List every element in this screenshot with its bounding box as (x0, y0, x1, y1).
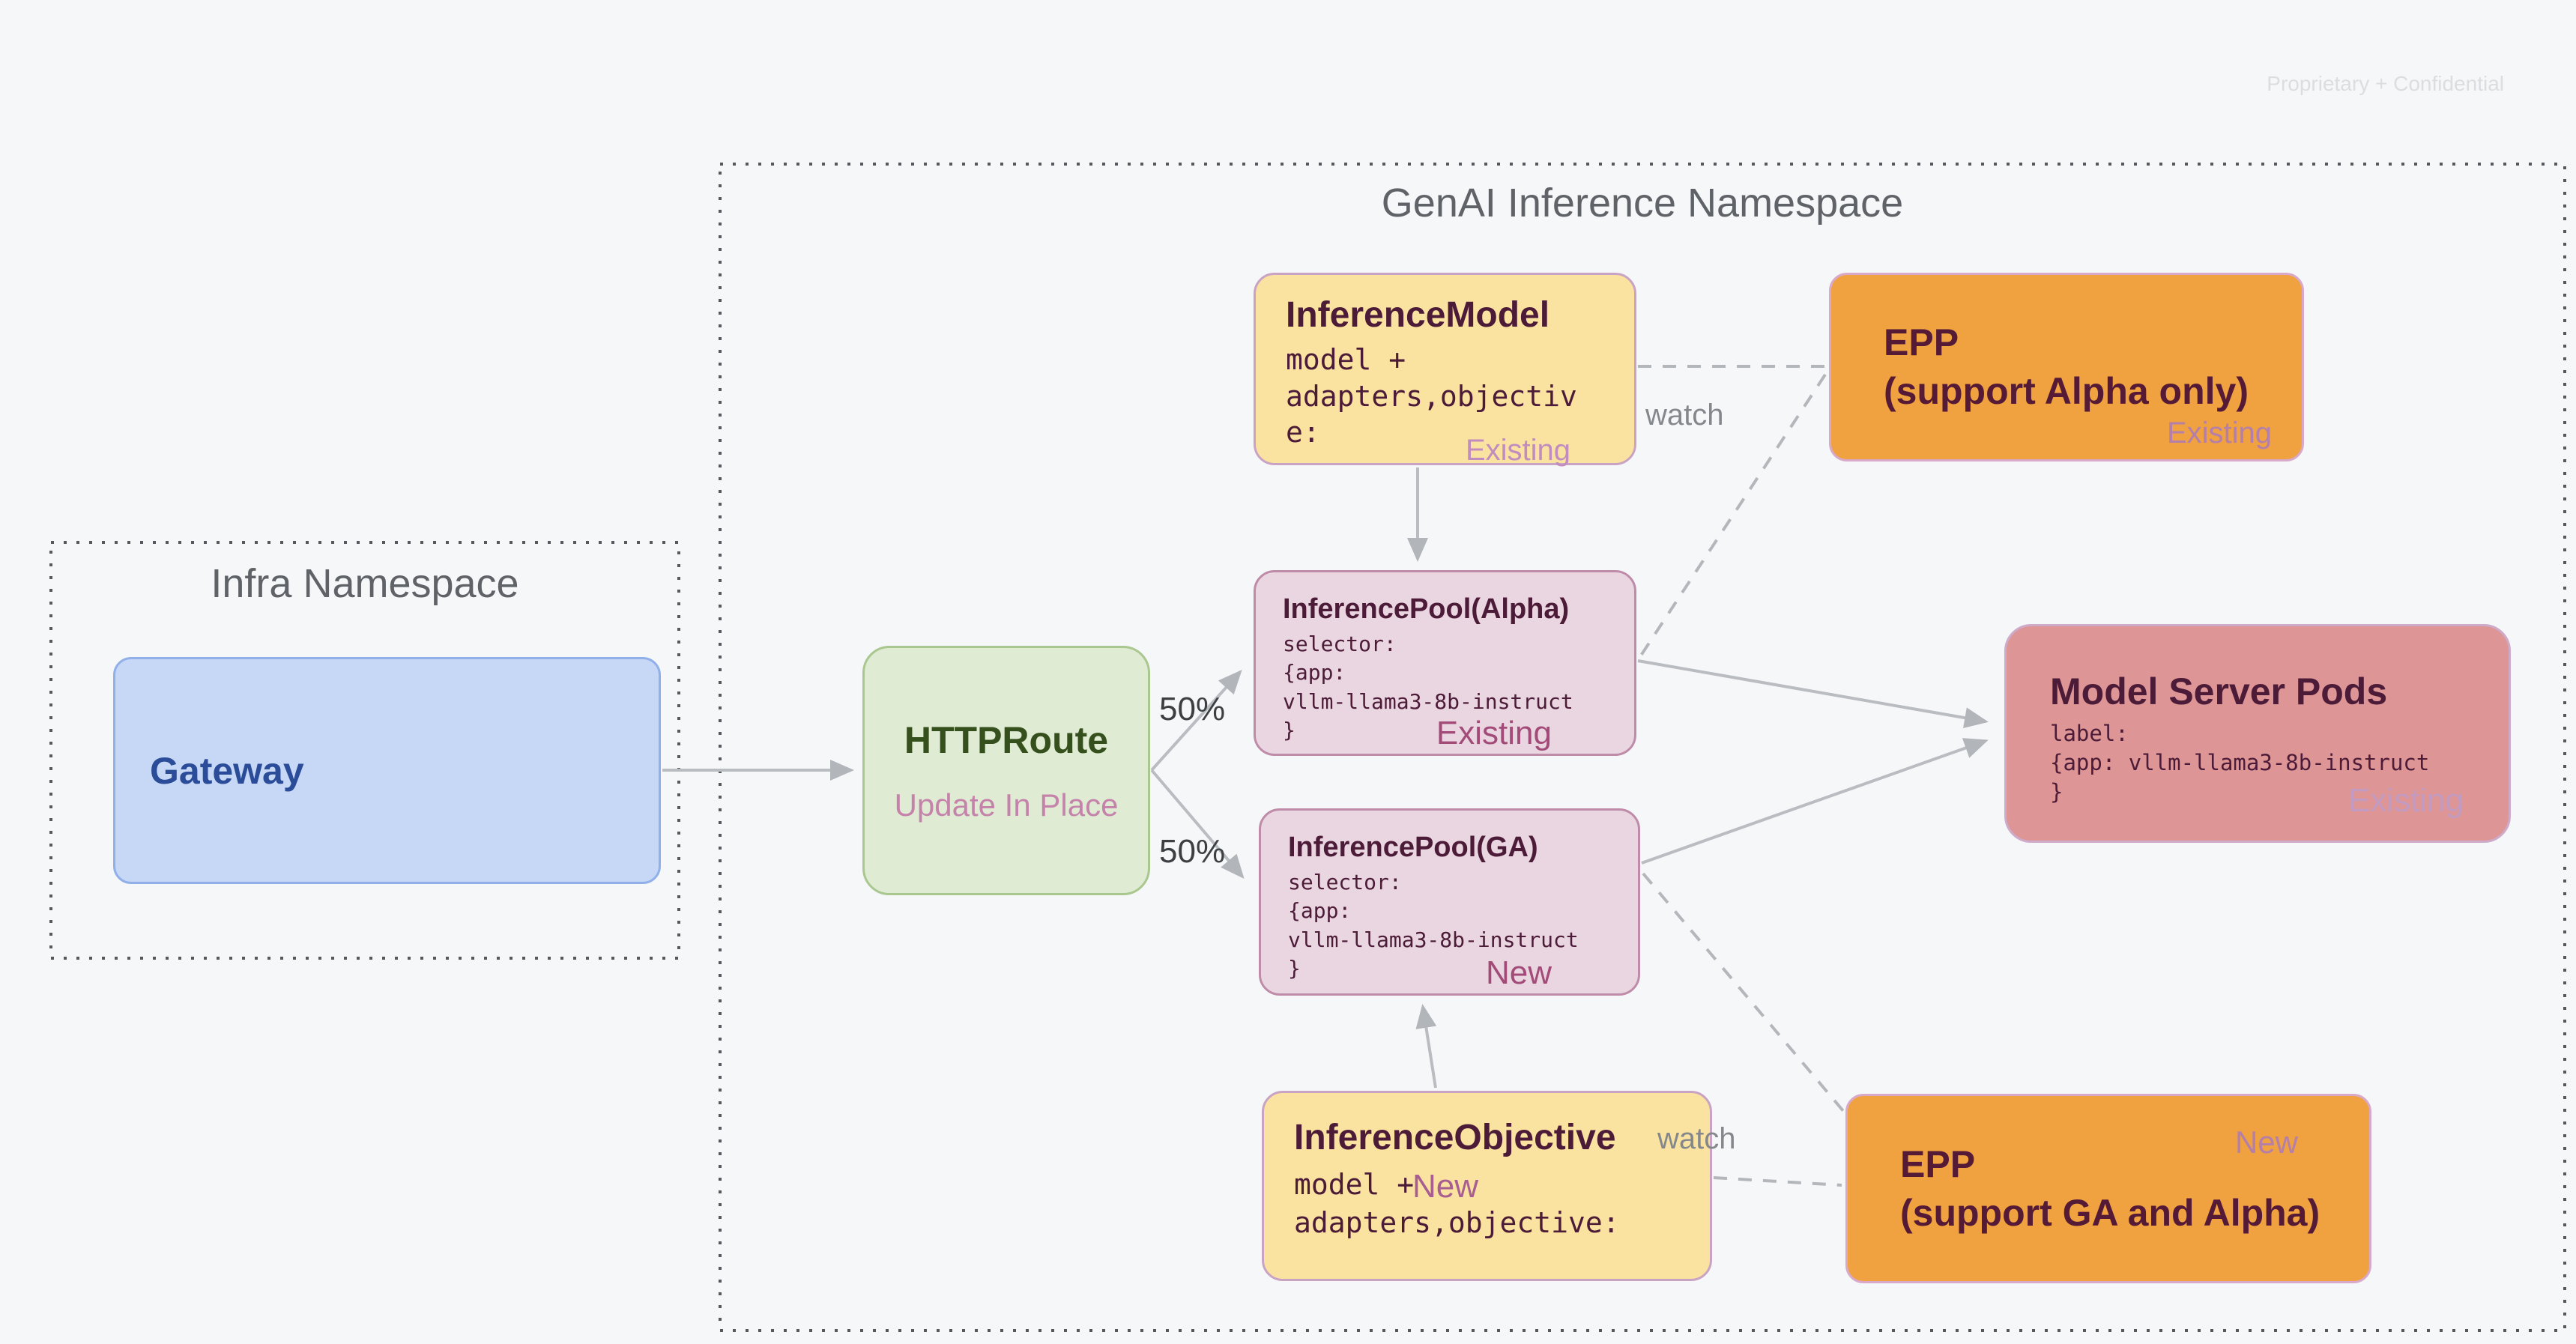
gateway-title: Gateway (150, 749, 304, 792)
inference-pool-ga-node: InferencePool(GA) selector: {app: vllm-l… (1259, 808, 1640, 996)
inference-pool-alpha-title: InferencePool(Alpha) (1283, 593, 1570, 625)
epp-ga-title: EPP (support GA and Alpha) (1900, 1142, 2320, 1234)
arrow-pool-ga-to-pods (1641, 738, 1989, 865)
httproute-subtitle: Update In Place (894, 787, 1119, 823)
dash-inferenceobjective-to-epp-ga (1713, 1176, 1842, 1187)
inference-objective-node: InferenceObjective model + adapters,obje… (1262, 1091, 1712, 1281)
epp-alpha-status-badge: Existing (2166, 417, 2272, 449)
epp-alpha-title: EPP (support Alpha only) (1884, 321, 2249, 412)
model-server-pods-status-badge: Existing (2347, 782, 2464, 819)
inference-model-title: InferenceModel (1286, 295, 1550, 335)
gateway-node: Gateway (113, 657, 661, 884)
watch-label-bottom: watch (1657, 1122, 1736, 1155)
inference-objective-title: InferenceObjective (1294, 1118, 1616, 1157)
split-percent-top: 50% (1159, 691, 1226, 727)
epp-ga-node: EPP (support GA and Alpha) New (1845, 1094, 2371, 1283)
inference-model-node: InferenceModel model + adapters,objectiv… (1254, 273, 1636, 467)
inference-pool-ga-status-badge: New (1485, 954, 1552, 991)
watch-label-top: watch (1645, 399, 1724, 432)
model-server-pods-title: Model Server Pods (2050, 671, 2388, 712)
epp-ga-status-badge: New (2234, 1124, 2298, 1160)
arrow-httproute-to-pool-alpha (1150, 670, 1242, 772)
httproute-node: HTTPRoute Update In Place (862, 646, 1150, 895)
inference-model-status-badge: Existing (1465, 434, 1570, 467)
model-server-pods-body: label: {app: vllm-llama3-8b-instruct } (2050, 721, 2430, 805)
genai-namespace-border (719, 163, 2566, 1332)
dash-pool-ga-to-epp-ga (1642, 872, 1849, 1118)
model-server-pods-node: Model Server Pods label: {app: vllm-llam… (2004, 624, 2511, 843)
inference-model-body: model + adapters,objectiv e: (1286, 343, 1577, 449)
inference-objective-status-badge: New (1412, 1168, 1479, 1205)
split-percent-bottom: 50% (1159, 833, 1226, 870)
inference-pool-alpha-body: selector: {app: vllm-llama3-8b-instruct … (1283, 632, 1573, 743)
inference-pool-alpha-node: InferencePool(Alpha) selector: {app: vll… (1254, 570, 1636, 756)
arrow-inferenceobjective-to-pool-ga (1415, 1004, 1437, 1089)
inference-pool-ga-title: InferencePool(GA) (1288, 832, 1538, 863)
httproute-title: HTTPRoute (904, 718, 1109, 761)
epp-alpha-node: EPP (support Alpha only) Existing (1829, 273, 2304, 461)
dash-epp-alpha-to-pool-alpha (1638, 373, 1827, 659)
inference-pool-alpha-status-badge: Existing (1436, 715, 1552, 751)
arrow-httproute-to-pool-ga (1150, 769, 1245, 880)
infra-namespace-title: Infra Namespace (211, 561, 519, 606)
inference-pool-ga-body: selector: {app: vllm-llama3-8b-instruct … (1288, 870, 1579, 981)
arrow-pool-alpha-to-pods (1637, 659, 1989, 728)
inference-objective-body: model + adapters,objective: (1294, 1168, 1620, 1240)
confidential-note: Proprietary + Confidential (2267, 72, 2504, 95)
genai-namespace-title: GenAI Inference Namespace (1381, 181, 1904, 225)
